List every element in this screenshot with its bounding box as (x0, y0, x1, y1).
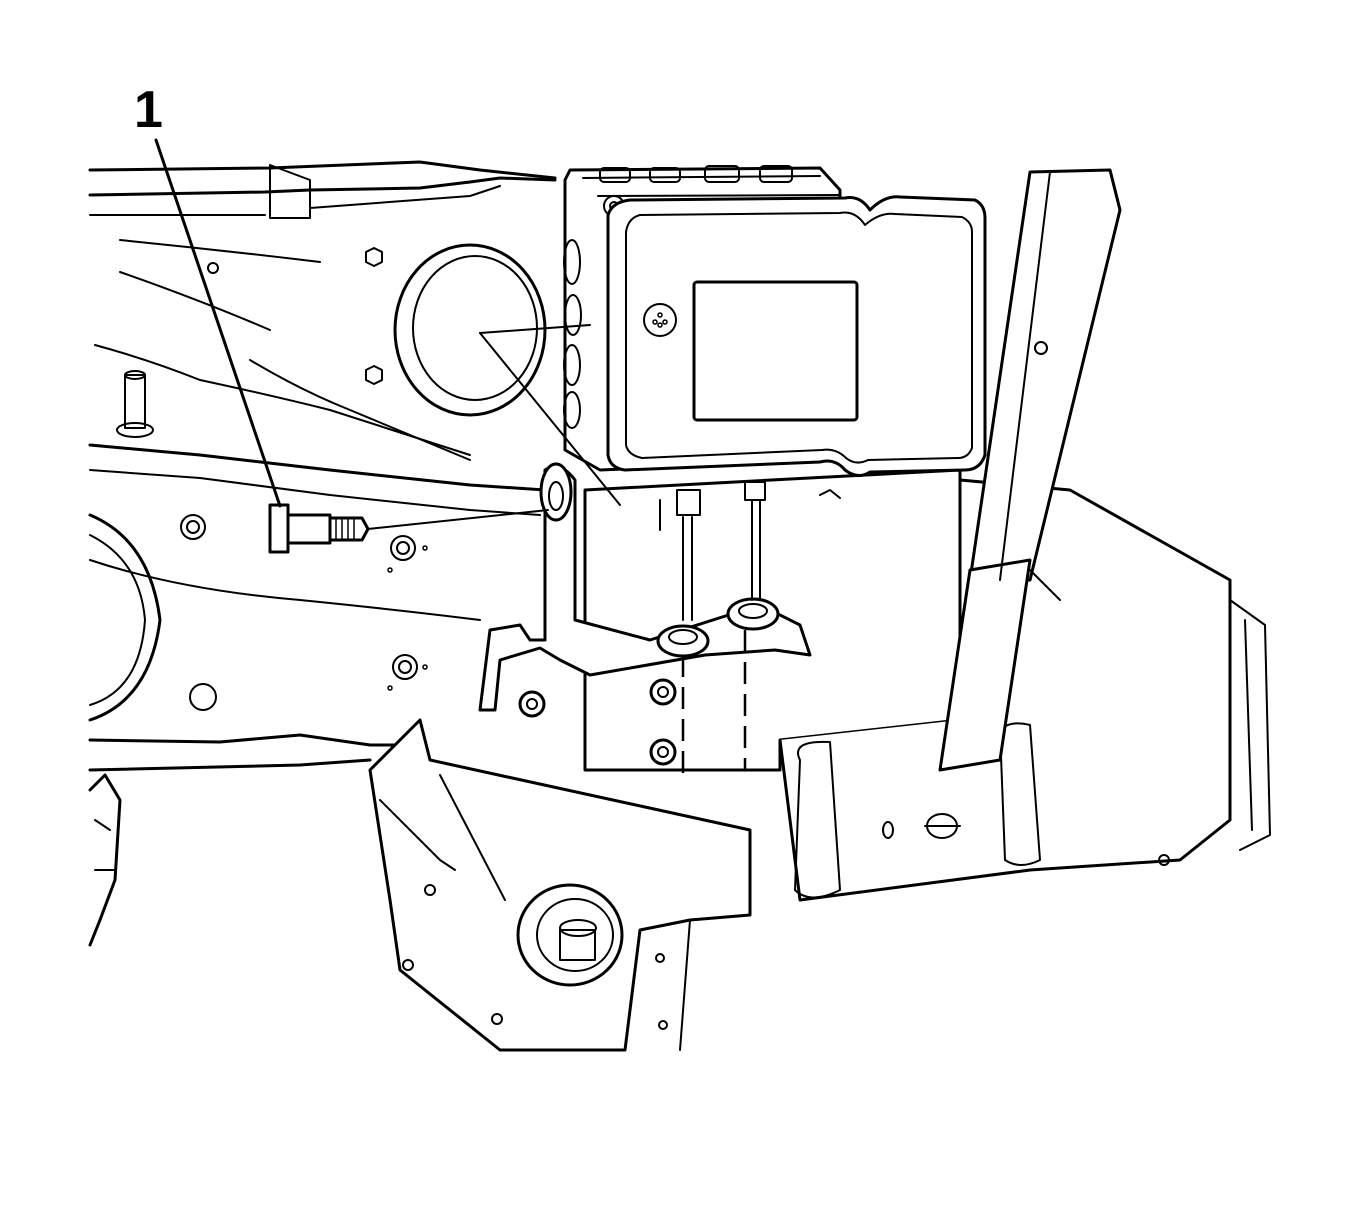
callout-1: 1 (134, 81, 282, 508)
module-bracket (478, 462, 812, 775)
body-panel (88, 160, 557, 772)
explode-leader (479, 324, 621, 506)
lower-left-assembly (88, 773, 122, 947)
callout-label: 1 (134, 81, 163, 139)
lower-bracket (368, 718, 752, 1052)
abs-module (563, 165, 987, 621)
bolt-fastener (268, 503, 549, 554)
